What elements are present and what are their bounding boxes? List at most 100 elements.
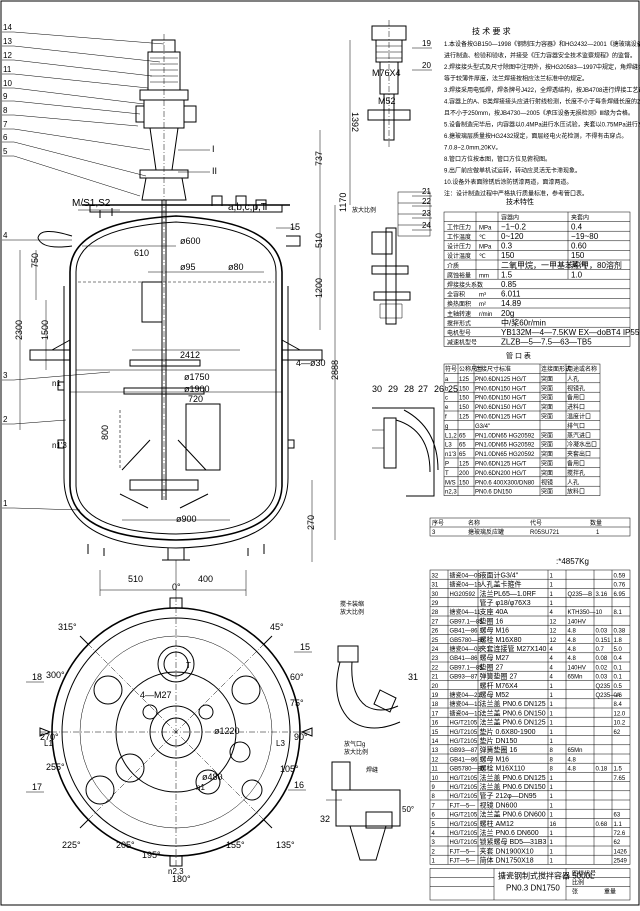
nozzle-cell: 突面 xyxy=(541,450,553,458)
parts-cell: GB41—86 xyxy=(450,629,479,635)
parts-cell: 1 xyxy=(550,794,554,800)
dimension-4-30: 4—ø30 xyxy=(296,358,326,368)
spec-cell: ℃ xyxy=(479,235,486,241)
spec-cell: 0.4 xyxy=(571,222,583,231)
parts-cell: 4.8 xyxy=(568,656,577,662)
notes-line: 1.本设备按GB150—1998《钢制压力容器》和HG2432—2001《搪玻璃… xyxy=(444,40,640,48)
parts-cell: 螺母 M16 xyxy=(480,626,510,635)
spec-title: 技术特性 xyxy=(506,197,534,206)
parts-cell: 管子 φ18/φ76X3 xyxy=(480,598,531,607)
spec-cell: YB132M—4—7.5KW EX—doBT4 IP55 xyxy=(501,328,640,337)
parts-cell: 螺柱 AM12 xyxy=(480,819,514,828)
parts-cell: 法兰 PN0.6 DN600 xyxy=(480,828,539,837)
notes-line: 注：设计制造过程中严格执行质量标准，参考管口表。 xyxy=(444,190,588,198)
title-block-name: 搪瓷钢制式搅拌容器 5000L xyxy=(498,870,595,880)
spec-cell: −19~80 xyxy=(571,232,599,241)
parts-cell: 16 xyxy=(432,721,439,727)
parts-cell: 液面计G3/4" xyxy=(480,570,519,579)
plan-angle-label: 45° xyxy=(270,622,284,632)
nozzle-cell: 备用口 xyxy=(567,460,585,468)
spec-cell: mm xyxy=(479,273,489,279)
detail-balloon-number: 21 xyxy=(422,187,431,196)
plan-angle-label: 60° xyxy=(290,672,304,682)
balloon-number: 1 xyxy=(3,499,8,508)
parts-cell: 法兰PL65—1.0RF xyxy=(480,589,536,598)
spec-cell: ZLZB—5—7.5—63—TB5 xyxy=(501,338,592,347)
parts-cell: FJT—5— xyxy=(450,803,476,809)
nozzle-cell: L3 xyxy=(445,443,452,449)
balloon-leader xyxy=(13,73,149,89)
nozzle-cell: 125 xyxy=(459,462,470,468)
spec-cell: 6.011 xyxy=(501,290,521,299)
parts-cell: 25 xyxy=(432,638,439,644)
plan-angle-label: 75° xyxy=(290,698,304,708)
nozzle-cell: 视镜孔 xyxy=(567,384,585,392)
parts-cell: 62 xyxy=(614,730,621,736)
mid-detail-label: 放大比例 xyxy=(344,748,368,756)
parts-cell: 0.03 xyxy=(596,629,608,635)
mid-detail-angle: 50° xyxy=(402,805,414,814)
parts-cell: 搪瓷04—03 xyxy=(450,645,482,653)
nozzle-cell: 65 xyxy=(459,452,466,458)
parts-cell: 9 xyxy=(432,785,436,791)
parts-cell: 搪瓷04—21 xyxy=(450,691,482,699)
balloon-number: 8 xyxy=(3,106,8,115)
spec-cell: 1.0 xyxy=(571,270,583,279)
mid-detail-balloon: 30 xyxy=(372,384,382,394)
parts-cell: 65Mn xyxy=(568,675,583,681)
spec-cell: 电机型号 xyxy=(447,329,471,337)
total-mass: :*4857Kg xyxy=(556,557,589,566)
nozzle-table-title: 管 口 表 xyxy=(506,351,531,360)
spec-cell: MPa xyxy=(479,245,492,251)
parts-cell: Q235—B xyxy=(568,592,593,598)
weight-value-cell: 3 xyxy=(432,530,436,536)
detail-II-nozzle xyxy=(372,407,439,497)
spec-cell: 焊接接头系数 xyxy=(447,281,483,289)
detail-thread-m76: M76X4 xyxy=(372,68,401,78)
nozzle-cell: a xyxy=(445,377,449,383)
parts-cell: 4.8 xyxy=(568,767,577,773)
nozzle-cell: 冷凝水出口 xyxy=(567,441,597,449)
parts-cell: 0.03 xyxy=(596,675,608,681)
nozzle-cell: 突面 xyxy=(541,488,553,496)
dimension-2412: 2412 xyxy=(180,350,200,360)
mid-detail-balloon: 25 xyxy=(448,384,458,394)
nozzle-cell: PN0.6DN150 HG/T xyxy=(475,405,527,411)
mid-detail-balloon: 29 xyxy=(388,384,398,394)
parts-cell: 12 xyxy=(432,757,439,763)
balloon-number: 3 xyxy=(3,371,8,380)
nozzle-cell: 150 xyxy=(459,405,470,411)
parts-cell: GB93—87 xyxy=(450,675,479,681)
spec-cell: 蒸汽 xyxy=(571,260,587,270)
parts-cell: 8 xyxy=(550,757,554,763)
nozzle-cell: 突面 xyxy=(541,384,553,392)
parts-cell: 16 xyxy=(550,822,557,828)
nozzle-cell: L1,2 xyxy=(445,433,457,439)
parts-cell: KTH350—10 xyxy=(568,610,603,616)
parts-cell: 1 xyxy=(550,583,554,589)
dimension-1750: ø1750 xyxy=(184,372,210,382)
parts-cell: 0.02 xyxy=(596,665,608,671)
parts-cell: 6.95 xyxy=(614,592,626,598)
plan-balloon-number: 18 xyxy=(32,672,42,682)
nozzle-cell: 150 xyxy=(459,480,470,486)
plan-code-n1: n1 xyxy=(196,783,205,792)
spec-cell: 减速机型号 xyxy=(447,339,477,347)
parts-cell: 8 xyxy=(432,794,436,800)
nozzle-cell: PN1.0DN65 HG20592 xyxy=(475,452,535,458)
parts-cell: 搪瓷04—19 xyxy=(450,581,482,589)
parts-cell: 1.8 xyxy=(614,638,623,644)
nozzle-cell: 夹套出口 xyxy=(567,450,591,458)
nozzle-cell: 65 xyxy=(459,433,466,439)
parts-cell: 1 xyxy=(550,684,554,690)
parts-cell: HG/T2105 xyxy=(450,721,478,727)
detail-scale-note: 放大比例 xyxy=(352,206,376,214)
spec-cell: 搅拌形式 xyxy=(447,319,471,327)
parts-cell: 62 xyxy=(614,840,621,846)
dimension-1500: 1500 xyxy=(40,320,50,340)
nozzle-cell: n1'3 xyxy=(445,452,457,458)
parts-cell: 63 xyxy=(614,813,621,819)
notes-line: 且不小于250mm，按JB4730—2005《承压设备无损检测》Ⅲ级为合格。 xyxy=(444,109,634,117)
dimension-737: 737 xyxy=(314,151,324,166)
mid-detail-balloon: 27 xyxy=(418,384,428,394)
